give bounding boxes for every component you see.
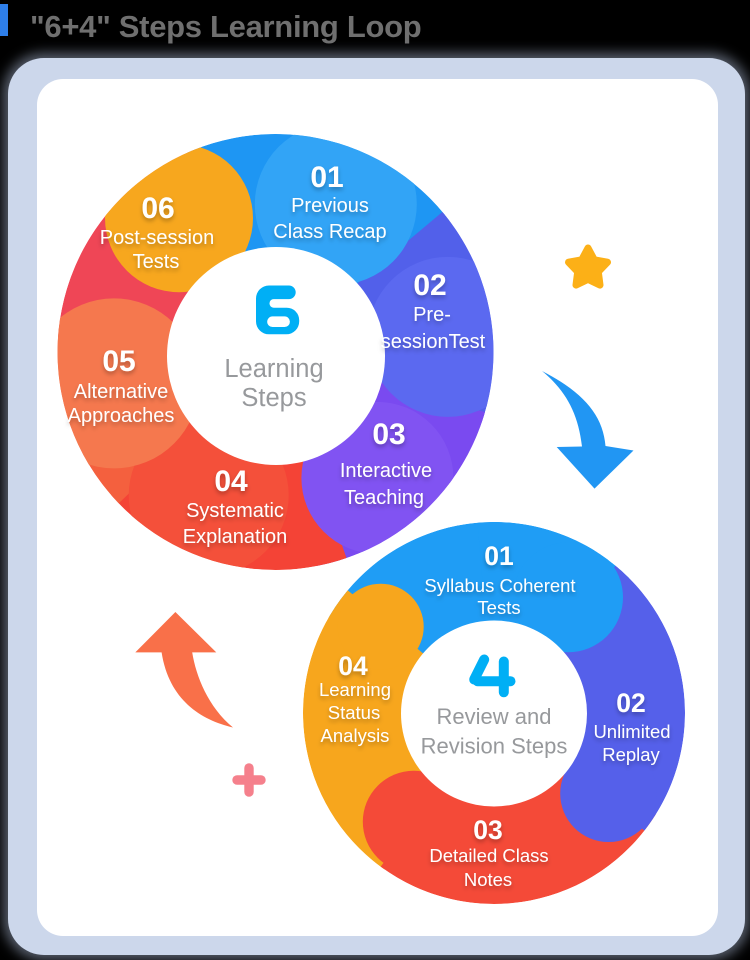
svg-text:Systematic: Systematic xyxy=(186,500,284,522)
svg-text:Learning: Learning xyxy=(224,355,323,383)
svg-text:Tests: Tests xyxy=(477,597,520,618)
svg-text:Unlimited: Unlimited xyxy=(593,721,670,742)
svg-text:sessionTest: sessionTest xyxy=(381,331,486,353)
svg-text:Tests: Tests xyxy=(133,251,180,273)
svg-text:Revision Steps: Revision Steps xyxy=(421,734,568,759)
svg-text:Pre-: Pre- xyxy=(413,304,451,326)
svg-text:Approaches: Approaches xyxy=(68,405,175,427)
svg-text:Previous: Previous xyxy=(291,195,369,217)
svg-text:01: 01 xyxy=(484,541,513,571)
svg-text:01: 01 xyxy=(310,161,343,194)
svg-text:02: 02 xyxy=(413,269,446,302)
svg-text:Status: Status xyxy=(328,702,380,723)
svg-text:04: 04 xyxy=(214,465,248,498)
svg-text:Class Recap: Class Recap xyxy=(273,221,386,243)
svg-text:Notes: Notes xyxy=(464,869,512,890)
svg-text:Review and: Review and xyxy=(437,704,552,729)
svg-text:05: 05 xyxy=(102,345,135,378)
svg-text:03: 03 xyxy=(473,815,502,845)
svg-text:Post-session: Post-session xyxy=(100,227,215,249)
svg-text:Syllabus Coherent: Syllabus Coherent xyxy=(424,575,575,596)
svg-text:Steps: Steps xyxy=(241,384,306,412)
svg-text:06: 06 xyxy=(141,192,174,225)
svg-text:03: 03 xyxy=(372,418,405,451)
svg-text:Learning: Learning xyxy=(319,679,391,700)
svg-text:Analysis: Analysis xyxy=(321,725,390,746)
svg-text:Alternative: Alternative xyxy=(74,381,169,403)
svg-text:Teaching: Teaching xyxy=(344,487,424,509)
svg-text:Interactive: Interactive xyxy=(340,460,432,482)
svg-text:02: 02 xyxy=(616,688,645,718)
svg-text:04: 04 xyxy=(338,651,368,681)
svg-text:Replay: Replay xyxy=(602,744,660,765)
svg-text:Detailed Class: Detailed Class xyxy=(429,845,548,866)
svg-text:Explanation: Explanation xyxy=(183,526,288,548)
